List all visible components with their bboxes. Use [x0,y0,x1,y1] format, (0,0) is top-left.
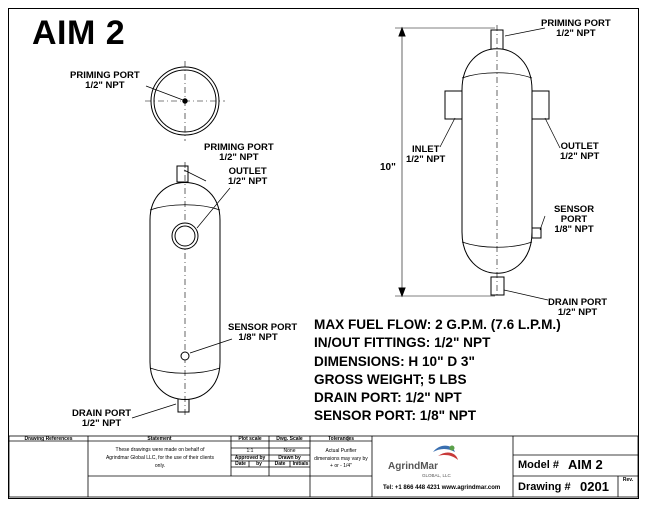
front-drain-port-label: DRAIN PORT 1/2" NPT [72,409,131,429]
tb-plot-scale: Plot scale [238,436,262,442]
label-size: 1/2" NPT [228,176,268,187]
side-top-seam [461,72,533,79]
label-name: INLET [411,144,440,155]
height-dimension-label: 10" [380,162,396,173]
front-outlet-outer [171,222,199,250]
logo-dot-green [449,445,455,451]
label-size: 1/2" NPT [556,28,596,39]
spec-fittings: IN/OUT FITTINGS: 1/2" NPT [314,335,491,351]
front-priming-leader [183,169,207,182]
spec-sensor-port: SENSOR PORT: 1/8" NPT [314,408,477,424]
spec-list: MAX FUEL FLOW: 2 G.P.M. (7.6 L.P.M.) IN/… [314,316,561,426]
spec-dimensions: DIMENSIONS: H 10" D 3" [314,353,475,369]
dimension-arrow-top [398,26,406,37]
side-drain-leader [503,289,549,301]
front-outlet-inner [174,225,196,247]
page-title: AIM 2 [32,14,126,52]
side-view [395,25,561,301]
side-sensor-port-label: SENSOR PORT 1/8" NPT [545,205,603,235]
company-logo [433,445,458,460]
side-inlet-leader [439,117,456,148]
label-size: 1/8" NPT [554,224,594,235]
top-view-priming-port-dot [182,98,188,104]
front-sensor-port-label: SENSOR PORT 1/8" NPT [228,322,298,343]
company-sub: GLOBAL, LLC [422,473,451,478]
spec-drain-port: DRAIN PORT: 1/2" NPT [314,390,462,406]
label-size: 1/2" NPT [406,154,446,165]
front-priming-port-stub [176,165,189,183]
tb-drawing-references: Drawing References [24,436,73,442]
drawing-value: 0201 [580,479,609,494]
top-view-leader [145,85,184,101]
drawing-label: Drawing # [518,481,571,493]
label-size: 1/8" NPT [238,332,278,343]
tb-date-2: Date [274,461,286,467]
tb-statement-text: These drawings were made on behalf of Ag… [105,447,215,469]
title-block [8,435,639,498]
tb-date-1: Date [235,461,246,467]
tb-plot-scale-value: 1:1 [246,448,254,454]
logo-swoosh-red [438,452,458,460]
side-outlet-label: OUTLET 1/2" NPT [560,142,599,162]
company-contact: Tel: +1 866 448 4231 www.agrindmar.com [383,485,501,491]
tb-tolerances: Tolerances [327,436,355,442]
label-name: DRAIN PORT [72,408,132,419]
label-name: PRIMING PORT [70,70,140,81]
front-priming-port-label: PRIMING PORT 1/2" NPT [204,143,274,163]
spec-gross-weight: GROSS WEIGHT; 5 LBS [314,371,467,387]
top-view-priming-port-label: PRIMING PORT 1/2" NPT [70,71,140,91]
title-block-border [8,435,639,498]
tb-statement-header: Statement [147,436,172,442]
side-sensor-stub [531,227,542,239]
label-size: 1/2" NPT [81,418,122,429]
tb-tolerance-text: Actual Purifier dimensions may vary by +… [314,448,368,469]
company-name: AgrindMar [388,461,438,472]
tb-initials: Initials [292,461,309,467]
side-inlet-label: INLET 1/2" NPT [406,145,445,165]
side-priming-leader [504,27,546,37]
front-outlet-label: OUTLET 1/2" NPT [228,167,267,187]
front-outlet-leader [196,187,231,229]
label-line1: SENSOR [553,204,595,215]
logo-swoosh-blue [433,445,455,452]
tb-dwg-scale-value: None [283,448,296,454]
label-size: 1/2" NPT [560,151,600,162]
label-name: PRIMING PORT [204,142,274,153]
front-view [131,162,233,419]
front-body [149,182,221,400]
label-line2: PORT [560,214,588,225]
drawing-frame [8,8,639,499]
label-size: 1/2" NPT [219,152,259,163]
tb-by: by [256,461,262,467]
label-name: OUTLET [228,166,267,177]
tb-drawn-by: Drawn by [278,455,301,461]
side-outlet-leader [544,117,561,149]
tb-dwg-scale: Dwg. Scale [276,436,303,442]
label-size: 1/2" NPT [557,307,598,318]
spec-max-fuel-flow: MAX FUEL FLOW: 2 G.P.M. (7.6 L.P.M.) [314,317,561,332]
label-size: 1/2" NPT [85,80,125,91]
top-view [145,61,225,141]
front-sensor-leader [189,338,233,354]
side-drain-port-label: DRAIN PORT 1/2" NPT [548,298,607,318]
label-name: DRAIN PORT [548,297,608,308]
label-name: PRIMING PORT [541,18,611,29]
dimension-arrow-bottom [398,287,406,298]
side-outlet-stub [531,90,550,120]
side-sensor-leader [539,215,546,231]
front-sensor-port [180,351,190,361]
side-inlet-stub [444,90,463,120]
tb-approved-by: Approved by [234,455,266,461]
front-drain-leader [131,403,177,419]
label-name: OUTLET [560,141,599,152]
side-priming-port-label: PRIMING PORT 1/2" NPT [541,19,611,39]
rev-label: Rev. [622,477,634,483]
model-value: AIM 2 [568,457,603,472]
side-drain-port-stub [490,276,505,296]
model-label: Model # [518,459,559,471]
label-name: SENSOR PORT [228,322,298,333]
